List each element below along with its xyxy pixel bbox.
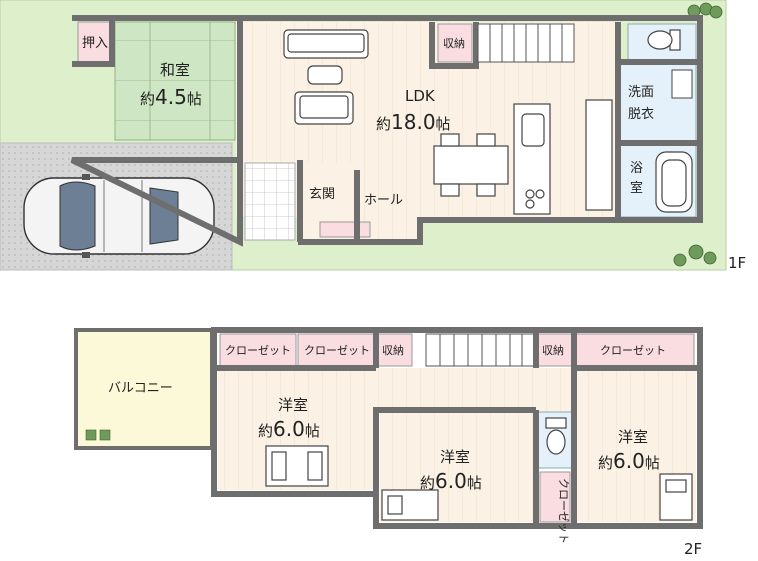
closet-d-label: クローゼット bbox=[557, 478, 570, 544]
genkan-label: 玄関 bbox=[309, 187, 335, 202]
bath-label-top: 浴 bbox=[630, 161, 643, 176]
bath-label-bottom: 室 bbox=[630, 180, 643, 196]
west-room-name: 洋室 bbox=[278, 396, 308, 414]
east-room-size: 約6.0帖 bbox=[598, 449, 660, 473]
oshiire-label: 押入 bbox=[82, 36, 108, 51]
west-room-size: 約6.0帖 bbox=[258, 417, 320, 441]
storage-1f-label: 収納 bbox=[443, 37, 465, 50]
walls-2f bbox=[211, 327, 703, 529]
shrub-icon bbox=[673, 2, 723, 267]
storage-1f bbox=[437, 23, 473, 63]
hall-label: ホール bbox=[364, 193, 403, 208]
storage-a-label: 収納 bbox=[382, 344, 404, 357]
bathtub-icon bbox=[655, 151, 693, 213]
dining-table-icon bbox=[433, 133, 509, 197]
sofa-icon bbox=[283, 29, 369, 125]
floor-label-2f: 2F bbox=[684, 540, 702, 558]
east-room-name: 洋室 bbox=[618, 428, 648, 446]
center-room-name: 洋室 bbox=[440, 448, 470, 466]
wash-label-bottom: 脱衣 bbox=[628, 106, 654, 122]
bed-icon bbox=[265, 445, 693, 521]
ldk-size: 約18.0帖 bbox=[376, 110, 451, 134]
hall-2f-floor bbox=[376, 368, 572, 412]
stairs-icon bbox=[477, 23, 575, 63]
kitchen-icon bbox=[513, 99, 613, 215]
oshiire-closet bbox=[77, 21, 115, 65]
washitsu-name: 和室 bbox=[160, 61, 190, 79]
wash-label-top: 洗面 bbox=[628, 85, 654, 100]
shrub-icon bbox=[85, 429, 111, 441]
oshiire-label-group: 押入 bbox=[82, 36, 108, 51]
toilet-icon bbox=[545, 417, 567, 455]
closets-2f bbox=[219, 333, 695, 523]
washitsu-size: 約4.5帖 bbox=[140, 85, 202, 109]
walls-1f bbox=[70, 15, 703, 247]
ldk-name: LDK bbox=[405, 87, 436, 105]
center-room-size: 約6.0帖 bbox=[420, 469, 482, 493]
floor-label-1f: 1F bbox=[728, 254, 746, 272]
closet-c-label: クローゼット bbox=[600, 344, 666, 357]
washitsu-floor bbox=[114, 21, 236, 141]
toilet-icon bbox=[647, 29, 681, 51]
stairs-icon bbox=[425, 333, 535, 367]
storage-b-label: 収納 bbox=[542, 344, 564, 357]
closet-a-label: クローゼット bbox=[225, 344, 291, 357]
closet-b-label: クローゼット bbox=[304, 344, 370, 357]
shoe-box bbox=[319, 221, 371, 238]
balcony-label: バルコニー bbox=[108, 381, 173, 396]
entrance-floor bbox=[244, 162, 296, 241]
washbasin-icon bbox=[671, 69, 693, 99]
